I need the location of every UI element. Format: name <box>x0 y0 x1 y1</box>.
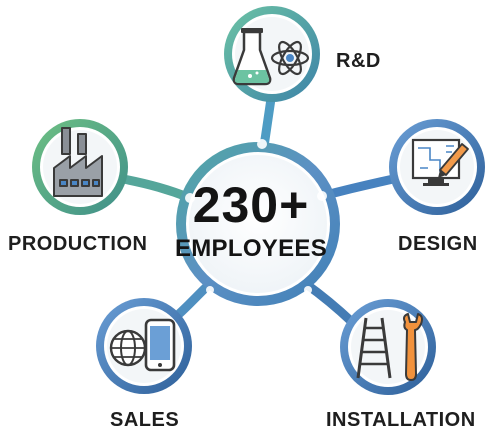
node-installation <box>340 299 436 395</box>
label-production: PRODUCTION <box>8 233 148 255</box>
employee-label: EMPLOYEES <box>174 235 328 262</box>
globe-phone-icon <box>109 318 176 372</box>
node-sales <box>96 298 192 394</box>
flask-atom-icon <box>232 28 310 86</box>
blueprint-pencil-icon <box>411 138 469 186</box>
factory-icon <box>53 127 103 197</box>
label-rd: R&D <box>336 50 381 72</box>
connector-installation <box>301 279 357 327</box>
node-rd <box>224 6 320 102</box>
node-production <box>32 119 128 215</box>
central-hub <box>176 139 340 306</box>
label-installation: INSTALLATION <box>326 409 476 431</box>
label-sales: SALES <box>110 409 180 431</box>
label-design: DESIGN <box>398 233 478 255</box>
node-design <box>389 119 485 215</box>
employee-count: 230+ <box>192 177 310 233</box>
ladder-wrench-icon <box>356 313 423 381</box>
